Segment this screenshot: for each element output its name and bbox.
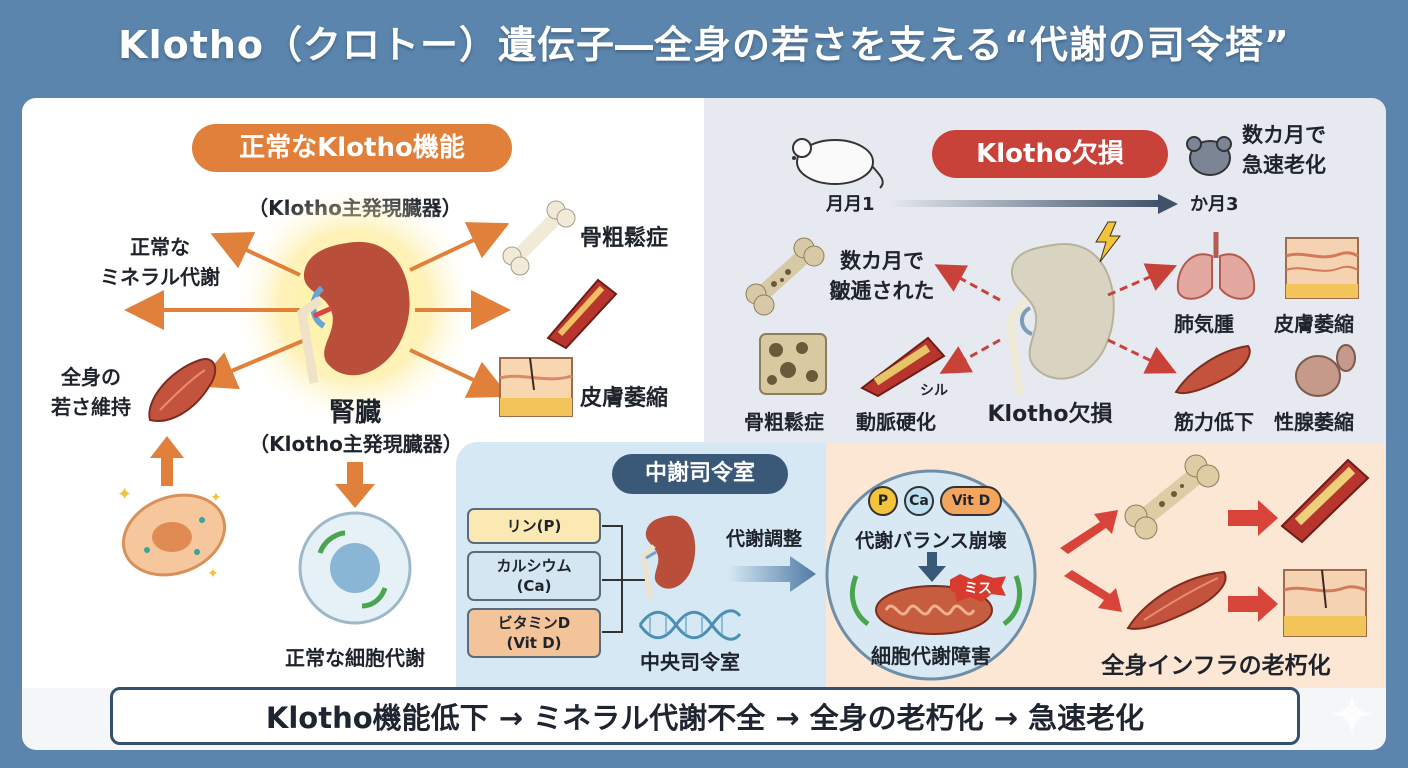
hq-label: 中央司令室 bbox=[640, 650, 740, 674]
bone-tissue-icon bbox=[759, 333, 827, 395]
disorder-label: 細胞代謝障害 bbox=[871, 644, 991, 668]
page-title: Klotho（クロトー）遺伝子―全身の若さを支える“代謝の司令塔” bbox=[118, 23, 1290, 67]
mineral-line1: 正常な bbox=[130, 235, 190, 259]
deficiency-kidney-label: Klotho欠損 bbox=[987, 402, 1113, 427]
bone-icon bbox=[502, 200, 576, 276]
kidney-icon bbox=[297, 241, 410, 384]
damage-arrows bbox=[934, 263, 1178, 374]
hardened-artery-icon bbox=[860, 336, 946, 398]
down-arrow-icon bbox=[335, 462, 375, 508]
regulation-arrow bbox=[728, 556, 816, 592]
mineral-2-line1: カルシウム bbox=[496, 557, 572, 575]
timeline-end: か月3 bbox=[1190, 194, 1239, 215]
sparkle-icon bbox=[1330, 692, 1374, 736]
regulation-label: 代謝調整 bbox=[726, 528, 803, 550]
lightning-icon bbox=[1095, 221, 1122, 263]
normal-header: 正常なKlotho機能 bbox=[192, 124, 512, 172]
months-line1: 数カ月で bbox=[840, 249, 924, 273]
mineral-2-line2: (Ca) bbox=[516, 577, 552, 595]
mouse-icon bbox=[792, 138, 884, 189]
mineral-1-line1: リン(P) bbox=[506, 517, 562, 535]
normal-bone-label: 骨粗鬆症 bbox=[580, 226, 669, 251]
deficiency-artery-label: 動脈硬化 bbox=[856, 410, 936, 434]
infra-skin-icon bbox=[1283, 569, 1367, 637]
kidney-note: （Klotho主発現臓器） bbox=[249, 432, 463, 456]
old-mouse-icon bbox=[1186, 136, 1232, 176]
damaged-kidney-icon bbox=[1005, 242, 1115, 396]
aged-skin-icon bbox=[1285, 237, 1359, 299]
mineral-box-phosphorus: リン(P) bbox=[467, 508, 601, 544]
artery-small-label: シル bbox=[920, 383, 948, 399]
lungs-icon bbox=[1176, 232, 1256, 300]
mineral-bracket bbox=[602, 525, 648, 633]
mineral-label: 正常な ミネラル代謝 bbox=[80, 232, 240, 292]
deficiency-header: Klotho欠損 bbox=[932, 130, 1168, 178]
rapid-aging-label: 数カ月で 急速老化 bbox=[1242, 120, 1326, 180]
porous-bone-icon bbox=[745, 237, 825, 316]
timeline-arrow bbox=[888, 194, 1178, 214]
healthy-cell-icon: ✦ ✦ ✦ bbox=[117, 484, 227, 582]
normal-skin-label: 皮膚萎縮 bbox=[580, 386, 669, 411]
months-line2: 皺逓された bbox=[829, 279, 935, 303]
mineral-box-calcium: カルシウム (Ca) bbox=[467, 551, 601, 601]
mineral-line2: ミネラル代謝 bbox=[100, 265, 220, 289]
muscle-icon bbox=[148, 358, 217, 422]
deficiency-skin-label: 皮膚萎縮 bbox=[1274, 312, 1354, 336]
muscle-label: 筋力低下 bbox=[1174, 410, 1254, 434]
chip-vitd: Vit D bbox=[940, 486, 1002, 516]
mineral-3-line1: ビタミンD bbox=[497, 614, 571, 632]
weak-muscle-icon bbox=[1174, 344, 1251, 394]
kidney-label: 腎臓 bbox=[328, 398, 381, 428]
infra-artery-icon bbox=[1280, 458, 1370, 544]
miss-label: ミス bbox=[964, 581, 992, 597]
timeline-start: 月月1 bbox=[826, 194, 875, 215]
summary-banner: Klotho機能低下 → ミネラル代謝不全 → 全身の老朽化 → 急速老化 bbox=[110, 687, 1300, 745]
skin-icon bbox=[499, 357, 573, 417]
infra-muscle-icon bbox=[1126, 570, 1227, 630]
svg-text:✦: ✦ bbox=[117, 484, 132, 505]
dna-icon bbox=[638, 609, 742, 641]
normal-cell-label: 正常な細胞代謝 bbox=[285, 646, 425, 670]
svg-text:✦: ✦ bbox=[207, 566, 219, 582]
rapid-line2: 急速老化 bbox=[1242, 153, 1326, 177]
infra-bone-icon bbox=[1124, 454, 1220, 540]
mineral-3-line2: (Vit D) bbox=[506, 634, 562, 652]
months-label: 数カ月で 皺逓された bbox=[822, 246, 942, 306]
green-cycle-arrows bbox=[850, 575, 1022, 627]
youth-line2: 若さ維持 bbox=[51, 395, 131, 419]
artery-icon bbox=[546, 278, 618, 350]
collapse-arrow bbox=[918, 552, 946, 582]
center-header: 中謝司令室 bbox=[612, 454, 788, 494]
svg-text:✦: ✦ bbox=[210, 490, 222, 506]
up-arrow-icon bbox=[150, 436, 184, 486]
normal-cell-icon bbox=[298, 511, 412, 625]
chip-p: P bbox=[868, 486, 898, 516]
youth-label: 全身の 若さ維持 bbox=[36, 362, 146, 422]
infra-arrows bbox=[1060, 500, 1278, 622]
gonad-label: 性腺萎縮 bbox=[1274, 410, 1354, 434]
youth-line1: 全身の bbox=[61, 365, 121, 389]
chip-ca: Ca bbox=[904, 486, 934, 516]
gonad-icon bbox=[1295, 344, 1356, 397]
lung-label: 肺気腫 bbox=[1174, 312, 1234, 336]
deficiency-bone-label: 骨粗鬆症 bbox=[744, 410, 824, 434]
rapid-line1: 数カ月で bbox=[1242, 123, 1326, 147]
infra-label: 全身インフラの老朽化 bbox=[1101, 653, 1331, 679]
hq-kidney-icon bbox=[641, 515, 696, 599]
collapse-label: 代謝バランス崩壊 bbox=[855, 530, 1007, 552]
mineral-box-vitamin-d: ビタミンD (Vit D) bbox=[467, 608, 601, 658]
summary-text: Klotho機能低下 → ミネラル代謝不全 → 全身の老朽化 → 急速老化 bbox=[265, 701, 1145, 735]
